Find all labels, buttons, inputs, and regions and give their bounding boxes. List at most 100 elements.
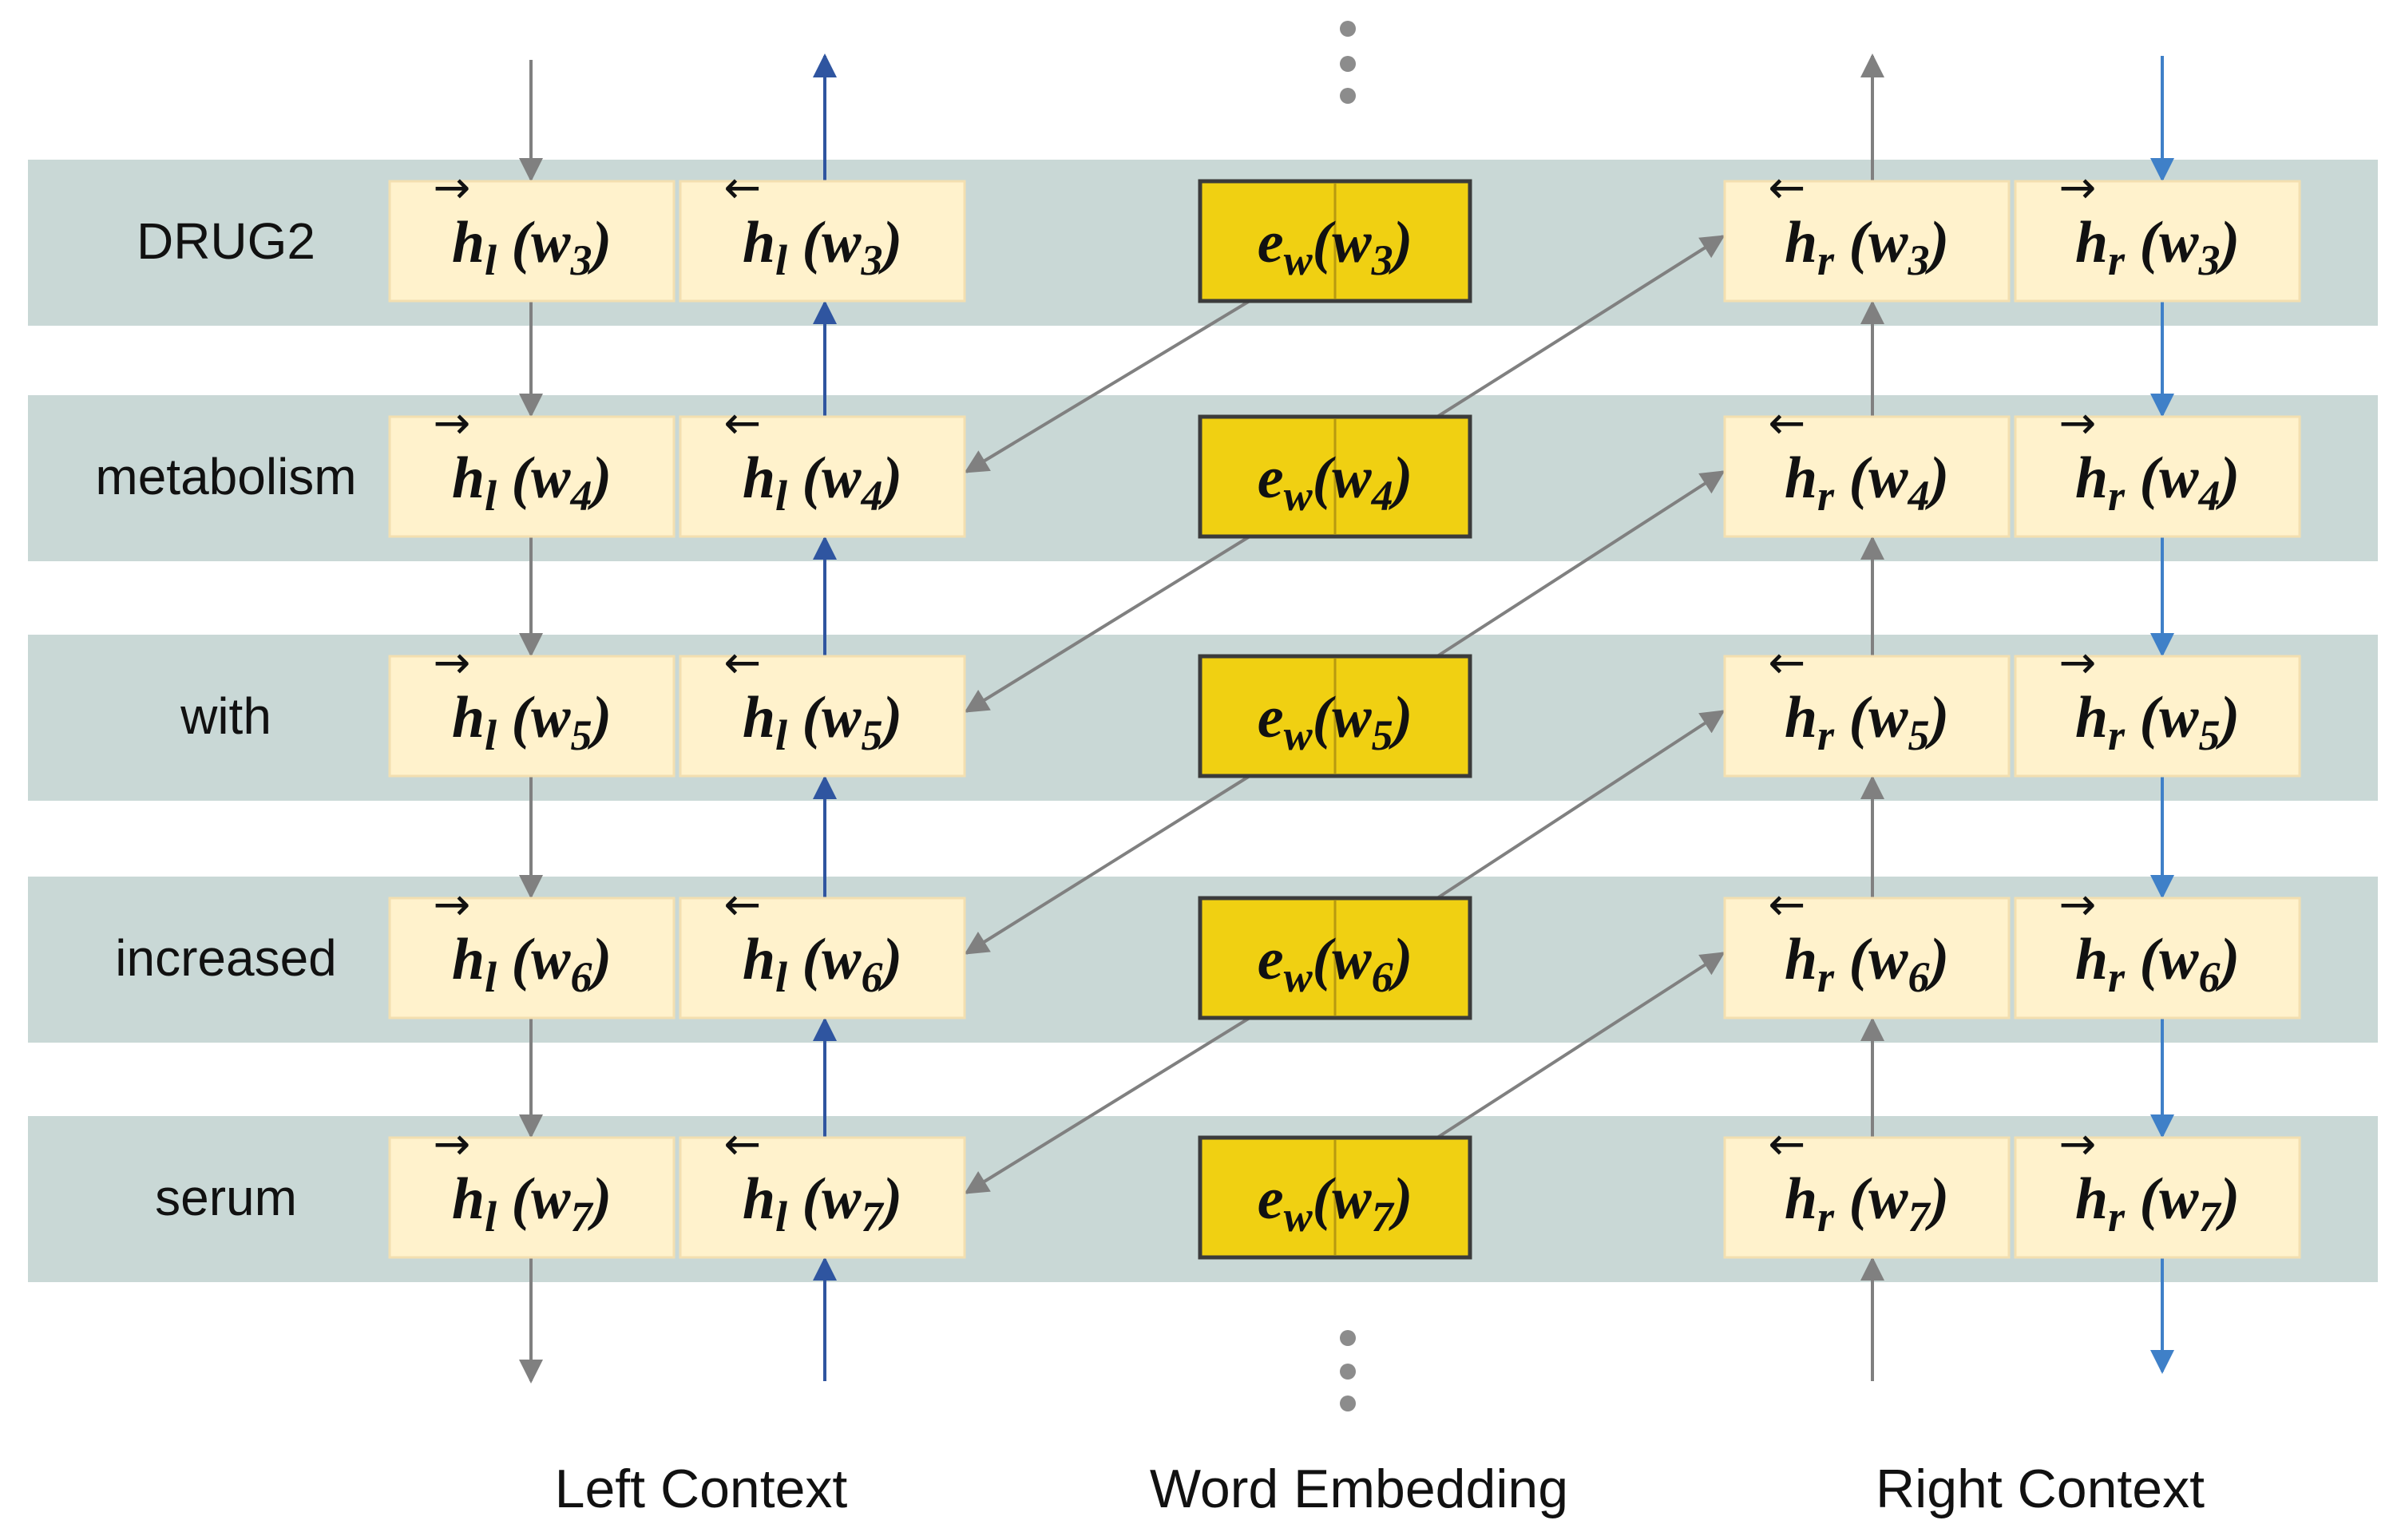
cell-hrL-1 — [1723, 415, 2011, 538]
label-hr-backward-0-part-0: h — [1785, 210, 1817, 275]
ellipsis-dot-1 — [1340, 56, 1356, 72]
label-hl-backward-0-part-2: ( — [787, 210, 826, 275]
cell-hlL-1 — [679, 415, 966, 538]
label-embedding-3-part-5: ) — [1389, 927, 1413, 992]
label-hl-backward-1-part-2: ( — [787, 445, 826, 511]
label-embedding-1-part-0: e — [1258, 445, 1284, 511]
label-hr-backward-2: hr (w5)← — [1769, 637, 1950, 759]
label-embedding-1-part-5: ) — [1389, 445, 1413, 511]
label-hr-forward-3-part-5: ) — [2216, 927, 2241, 992]
label-embedding-3-part-0: e — [1258, 927, 1284, 992]
label-hr-backward-0-text: hr (w3) — [1785, 210, 1949, 284]
label-hl-forward-4-part-1: l — [485, 1193, 497, 1241]
label-hl-forward-2-part-1: l — [485, 711, 497, 759]
label-embedding-1: ew(w4) — [1258, 445, 1413, 520]
label-hl-forward-2-part-0: h — [452, 685, 485, 750]
label-embedding-3: ew(w6) — [1258, 927, 1413, 1001]
label-hr-forward-2-part-2: ( — [2125, 685, 2164, 750]
label-hl-forward-0-part-0: h — [452, 210, 485, 275]
row-word-3: increased — [115, 929, 337, 987]
label-embedding-0-part-4: 3 — [1371, 236, 1393, 284]
label-hr-forward-1-text: hr (w4) — [2075, 445, 2240, 520]
label-hr-backward-0-part-5: ) — [1925, 210, 1950, 275]
label-hl-forward-1-part-5: ) — [588, 445, 612, 511]
label-hr-backward-4-part-5: ) — [1925, 1166, 1950, 1232]
label-hl-backward-1-part-3: w — [822, 445, 862, 511]
label-hl-forward-0-vector-arrow: → — [434, 162, 471, 214]
label-hl-backward-1-part-5: ) — [878, 445, 903, 511]
label-hl-forward-3-vector-arrow: → — [434, 879, 471, 931]
label-hl-backward-4-part-0: h — [743, 1166, 775, 1232]
label-hr-backward-4-part-4: 7 — [1908, 1193, 1931, 1241]
label-hr-forward-2-text: hr (w5) — [2075, 685, 2240, 759]
label-hr-forward-0-part-4: 3 — [2198, 236, 2221, 284]
label-hr-forward-2-part-1: r — [2108, 711, 2126, 759]
label-hl-backward-1-part-4: 4 — [861, 472, 883, 520]
label-hl-forward-4-part-4: 7 — [571, 1193, 594, 1241]
label-embedding-2-part-0: e — [1258, 685, 1284, 750]
label-hr-backward-1-part-3: w — [1868, 445, 1908, 511]
label-hr-backward-4-vector-arrow: ← — [1769, 1118, 1806, 1170]
cell-hrR-0 — [2014, 180, 2301, 303]
label-hr-forward-4-text: hr (w7) — [2075, 1166, 2240, 1241]
label-hl-forward-1-part-4: 4 — [570, 472, 592, 520]
label-hl-forward-1-part-0: h — [452, 445, 485, 511]
cell-hlR-0 — [388, 180, 676, 303]
label-hr-backward-4-part-3: w — [1868, 1166, 1908, 1232]
label-hl-forward-3: hl (w6)→ — [434, 879, 612, 1001]
label-hl-forward-3-part-4: 6 — [571, 953, 592, 1001]
label-embedding-4-part-5: ) — [1389, 1166, 1413, 1232]
label-hr-backward-1-part-0: h — [1785, 445, 1817, 511]
label-hr-forward-2-part-3: w — [2159, 685, 2199, 750]
label-hl-backward-3-part-3: w — [822, 927, 862, 992]
label-embedding-4-part-4: 7 — [1372, 1193, 1395, 1241]
label-hl-forward-3-text: hl (w6) — [452, 927, 612, 1001]
label-hl-backward-0-part-3: w — [822, 210, 862, 275]
label-embedding-3-part-4: 6 — [1372, 953, 1393, 1001]
label-hr-backward-1-text: hr (w4) — [1785, 445, 1949, 520]
label-hl-backward-2-vector-arrow: ← — [724, 637, 762, 689]
label-hr-forward-3-part-0: h — [2075, 927, 2108, 992]
arrow-embed-to-left-3 — [964, 1016, 1251, 1194]
cell-hrL-0 — [1723, 180, 2011, 303]
label-hr-forward-2-part-5: ) — [2216, 685, 2241, 750]
label-hr-forward-3-text: hr (w6) — [2075, 927, 2240, 1001]
label-hr-backward-3-part-4: 6 — [1908, 953, 1930, 1001]
label-hl-backward-2-part-1: l — [775, 711, 787, 759]
label-embedding-3-part-3: w — [1332, 927, 1372, 992]
label-embedding-4: ew(w7) — [1258, 1166, 1413, 1241]
label-hl-backward-0-part-5: ) — [878, 210, 903, 275]
label-hl-forward-1: hl (w4)→ — [434, 398, 612, 520]
label-hr-forward-0-vector-arrow: → — [2059, 162, 2097, 214]
label-hr-forward-4-part-0: h — [2075, 1166, 2108, 1232]
label-hr-forward-1-part-5: ) — [2216, 445, 2241, 511]
label-hr-backward-2-part-3: w — [1868, 685, 1908, 750]
label-hr-backward-0-part-1: r — [1817, 236, 1835, 284]
label-hl-backward-4-part-2: ( — [787, 1166, 826, 1232]
cells — [388, 179, 2301, 1260]
label-hr-forward-0-part-3: w — [2159, 210, 2199, 275]
label-hl-forward-3-part-5: ) — [588, 927, 612, 992]
ellipsis-dot-3 — [1340, 1330, 1356, 1346]
cell-hrL-2 — [1723, 655, 2011, 778]
label-hl-forward-0-part-2: ( — [497, 210, 536, 275]
label-hr-backward-0: hr (w3)← — [1769, 162, 1950, 284]
label-hl-forward-4-part-3: w — [531, 1166, 571, 1232]
label-hl-forward-1-part-2: ( — [497, 445, 536, 511]
cell-hlR-2 — [388, 655, 676, 778]
label-embedding-2-part-3: w — [1332, 685, 1372, 750]
label-hl-backward-2-part-4: 5 — [862, 711, 883, 759]
caption-left: Left Context — [555, 1459, 848, 1519]
ellipsis-dot-0 — [1340, 21, 1356, 37]
label-hl-backward-2-part-3: w — [822, 685, 862, 750]
label-hr-forward-1-part-3: w — [2159, 445, 2199, 511]
label-embedding-2-part-4: 5 — [1372, 711, 1393, 759]
label-hr-backward-4-part-1: r — [1817, 1193, 1835, 1241]
label-embedding-0-part-0: e — [1258, 210, 1284, 275]
label-hr-forward-4-part-3: w — [2159, 1166, 2199, 1232]
caption-right: Right Context — [1876, 1459, 2205, 1519]
label-embedding-4-part-0: e — [1258, 1166, 1284, 1232]
label-hl-backward-1-vector-arrow: ← — [724, 398, 762, 449]
label-hr-forward-1-part-2: ( — [2125, 445, 2164, 511]
label-hr-backward-3-part-2: ( — [1834, 927, 1873, 992]
